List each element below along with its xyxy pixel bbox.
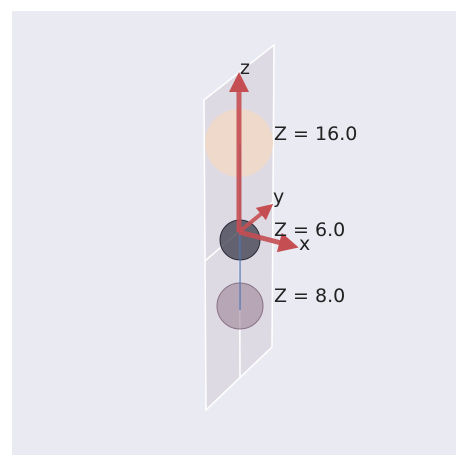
z-axis-label: z bbox=[240, 57, 250, 79]
x-axis-arrow bbox=[238, 229, 299, 253]
x-axis-label: x bbox=[299, 233, 310, 255]
sphere-label-z-6: Z = 6.0 bbox=[274, 219, 345, 241]
sphere-label-z-16: Z = 16.0 bbox=[274, 123, 357, 145]
sphere-label-z-8: Z = 8.0 bbox=[274, 285, 345, 307]
y-axis-label: y bbox=[273, 186, 284, 208]
y-axis-arrow bbox=[237, 203, 274, 234]
